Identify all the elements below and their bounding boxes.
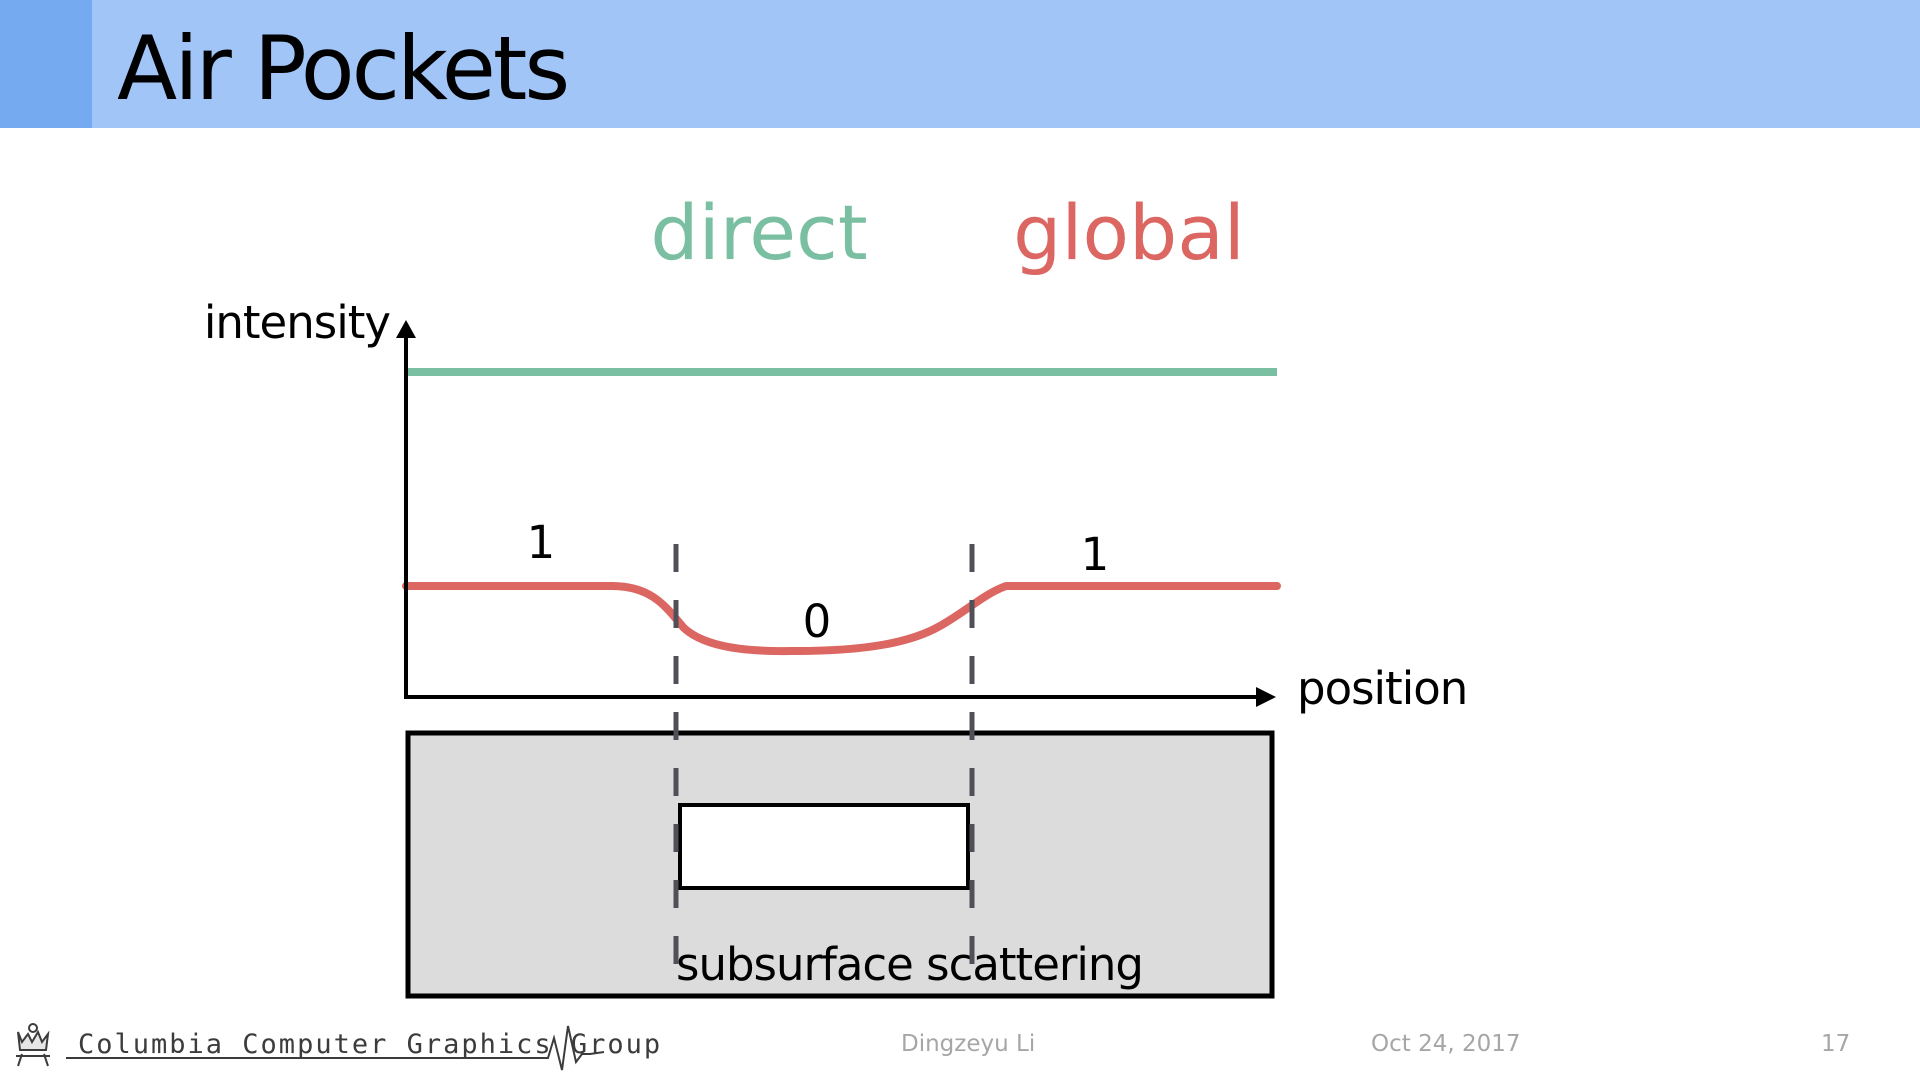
curve-label-left: 1 (527, 516, 556, 569)
footer-author: Dingzeyu Li (901, 1031, 1036, 1057)
footer-date: Oct 24, 2017 (1371, 1031, 1521, 1057)
x-axis-label: position (1297, 662, 1467, 715)
global-intensity-curve (402, 582, 1281, 656)
x-axis-arrow-icon (1256, 687, 1276, 707)
title-banner-accent (0, 0, 92, 128)
legend-global-label: global (1013, 188, 1245, 277)
page-number: 17 (1821, 1031, 1851, 1057)
legend-direct-label: direct (650, 188, 867, 277)
material-caption: subsurface scattering (676, 938, 1143, 991)
y-axis-arrow-icon (396, 320, 416, 338)
curve-label-right: 1 (1081, 528, 1110, 581)
y-axis-label: intensity (204, 296, 390, 349)
title-banner (0, 0, 1920, 128)
columbia-crown-icon (16, 1023, 50, 1067)
slide-title: Air Pockets (117, 17, 570, 120)
heartbeat-line-icon (540, 1025, 605, 1071)
curve-label-middle: 0 (803, 595, 832, 648)
air-pocket (678, 803, 970, 890)
